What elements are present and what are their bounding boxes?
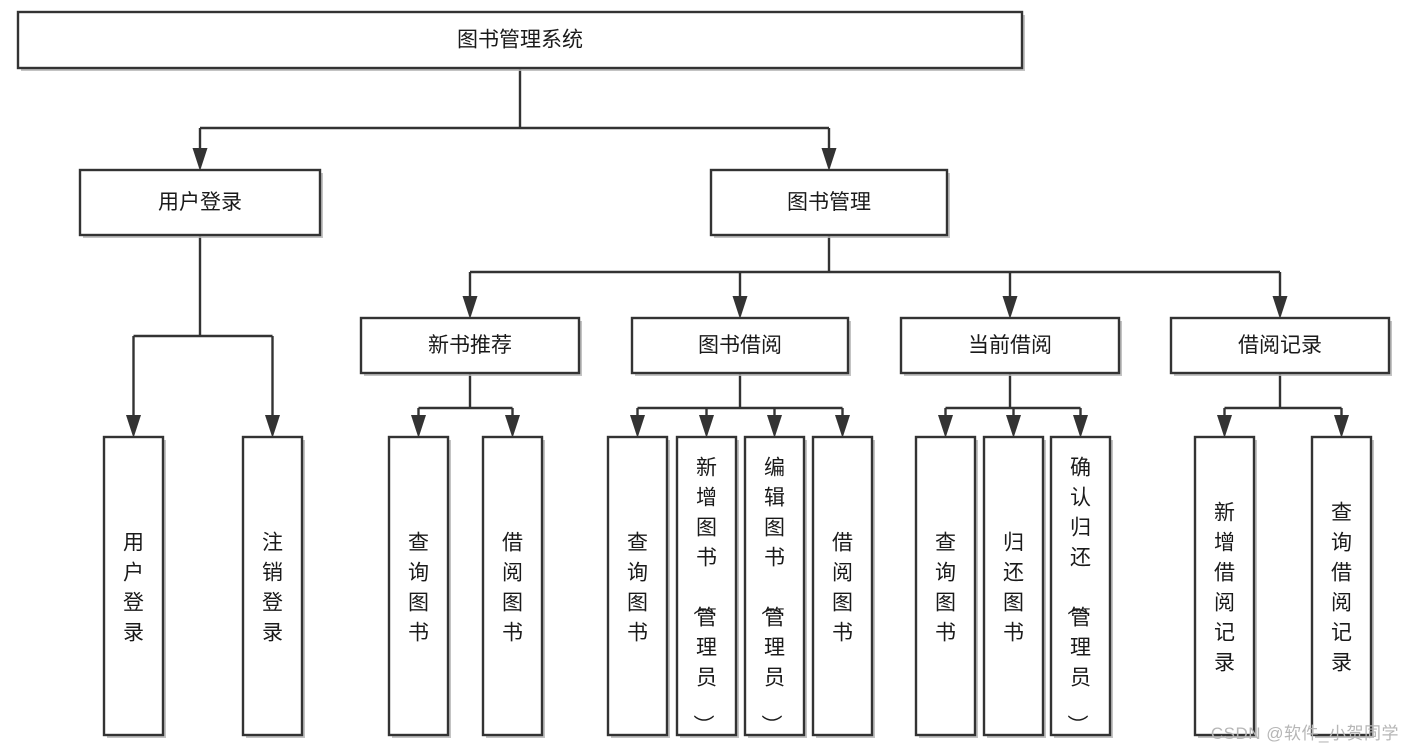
node-border <box>1193 435 1256 737</box>
arrow-head-icon <box>126 415 141 438</box>
arrow-head-icon <box>1073 415 1088 438</box>
arrow-head-icon <box>1006 415 1021 438</box>
node-label: 图书管理系统 <box>457 29 583 52</box>
node-label: 用户登录 <box>123 531 144 644</box>
arrow-head-icon <box>767 415 782 438</box>
arrow-head-icon <box>462 296 478 319</box>
node-label: 借阅记录 <box>1238 334 1322 357</box>
arrow-head-icon <box>699 415 714 438</box>
node-leaf-borrow-edit-book[interactable]: 编辑图书（管理员） <box>743 435 807 738</box>
node-border <box>1310 435 1373 737</box>
node-label: 用户登录 <box>158 191 242 214</box>
arrow-head-icon <box>505 415 520 438</box>
node-border <box>359 316 581 375</box>
node-label: 新书推荐 <box>428 334 512 357</box>
arrow-head-icon <box>192 148 208 171</box>
arrow-head-icon <box>1334 415 1349 438</box>
node-book-manage[interactable]: 图书管理 <box>709 168 950 238</box>
node-border <box>102 435 165 737</box>
node-current-borrow[interactable]: 当前借阅 <box>899 316 1122 376</box>
node-leaf-user-logout[interactable]: 注销登录 <box>241 435 305 738</box>
node-label: 当前借阅 <box>968 334 1052 357</box>
node-leaf-cur-query-book[interactable]: 查询图书 <box>914 435 978 738</box>
node-label: 查询图书 <box>408 531 429 644</box>
node-label: 借阅图书 <box>502 531 523 644</box>
node-border <box>709 168 949 237</box>
node-label: 归还图书 <box>1003 531 1024 644</box>
node-label: 查询图书 <box>627 531 648 644</box>
node-border <box>675 435 738 737</box>
node-user-login[interactable]: 用户登录 <box>78 168 323 238</box>
arrow-head-icon <box>265 415 280 438</box>
arrow-head-icon <box>1217 415 1232 438</box>
node-leaf-borrow-borrow-book[interactable]: 借阅图书 <box>811 435 875 738</box>
node-leaf-rec-query-book[interactable]: 查询图书 <box>387 435 451 738</box>
node-border <box>606 435 669 737</box>
node-border <box>914 435 977 737</box>
node-new-book-rec[interactable]: 新书推荐 <box>359 316 582 376</box>
node-border <box>241 435 304 737</box>
node-label: 新增图书（管理员） <box>691 456 717 735</box>
arrow-head-icon <box>938 415 953 438</box>
edges-layer <box>126 68 1349 438</box>
node-leaf-user-login[interactable]: 用户登录 <box>102 435 166 738</box>
node-label: 确认归还（管理员） <box>1065 456 1091 735</box>
node-border <box>78 168 322 237</box>
node-label: 编辑图书（管理员） <box>759 456 785 735</box>
node-border <box>1169 316 1391 375</box>
node-border <box>16 10 1024 70</box>
arrow-head-icon <box>411 415 426 438</box>
node-border <box>630 316 850 375</box>
node-border <box>811 435 874 737</box>
node-label: 借阅图书 <box>832 531 853 644</box>
arrow-head-icon <box>835 415 850 438</box>
node-label: 图书借阅 <box>698 334 782 357</box>
arrow-head-icon <box>1002 296 1018 319</box>
node-leaf-rec-add-record[interactable]: 新增借阅记录 <box>1193 435 1257 738</box>
node-label: 查询借阅记录 <box>1331 501 1352 674</box>
node-border <box>982 435 1045 737</box>
node-border <box>743 435 806 737</box>
node-borrow-record[interactable]: 借阅记录 <box>1169 316 1392 376</box>
nodes-layer: 图书管理系统用户登录图书管理新书推荐图书借阅当前借阅借阅记录用户登录注销登录查询… <box>16 10 1392 738</box>
node-border <box>1049 435 1112 737</box>
node-border <box>387 435 450 737</box>
node-leaf-cur-return-book[interactable]: 归还图书 <box>982 435 1046 738</box>
node-leaf-borrow-query-book[interactable]: 查询图书 <box>606 435 670 738</box>
node-leaf-rec-borrow-book[interactable]: 借阅图书 <box>481 435 545 738</box>
node-label: 新增借阅记录 <box>1214 501 1235 674</box>
arrow-head-icon <box>732 296 748 319</box>
arrow-head-icon <box>1272 296 1288 319</box>
node-root[interactable]: 图书管理系统 <box>16 10 1025 71</box>
node-leaf-borrow-add-book[interactable]: 新增图书（管理员） <box>675 435 739 738</box>
node-label: 查询图书 <box>935 531 956 644</box>
node-label: 图书管理 <box>787 191 871 214</box>
node-leaf-rec-query-record[interactable]: 查询借阅记录 <box>1310 435 1374 738</box>
node-book-borrow[interactable]: 图书借阅 <box>630 316 851 376</box>
node-label: 注销登录 <box>262 531 283 644</box>
arrow-head-icon <box>821 148 837 171</box>
node-border <box>481 435 544 737</box>
node-border <box>899 316 1121 375</box>
arrow-head-icon <box>630 415 645 438</box>
node-leaf-cur-confirm-return[interactable]: 确认归还（管理员） <box>1049 435 1113 738</box>
